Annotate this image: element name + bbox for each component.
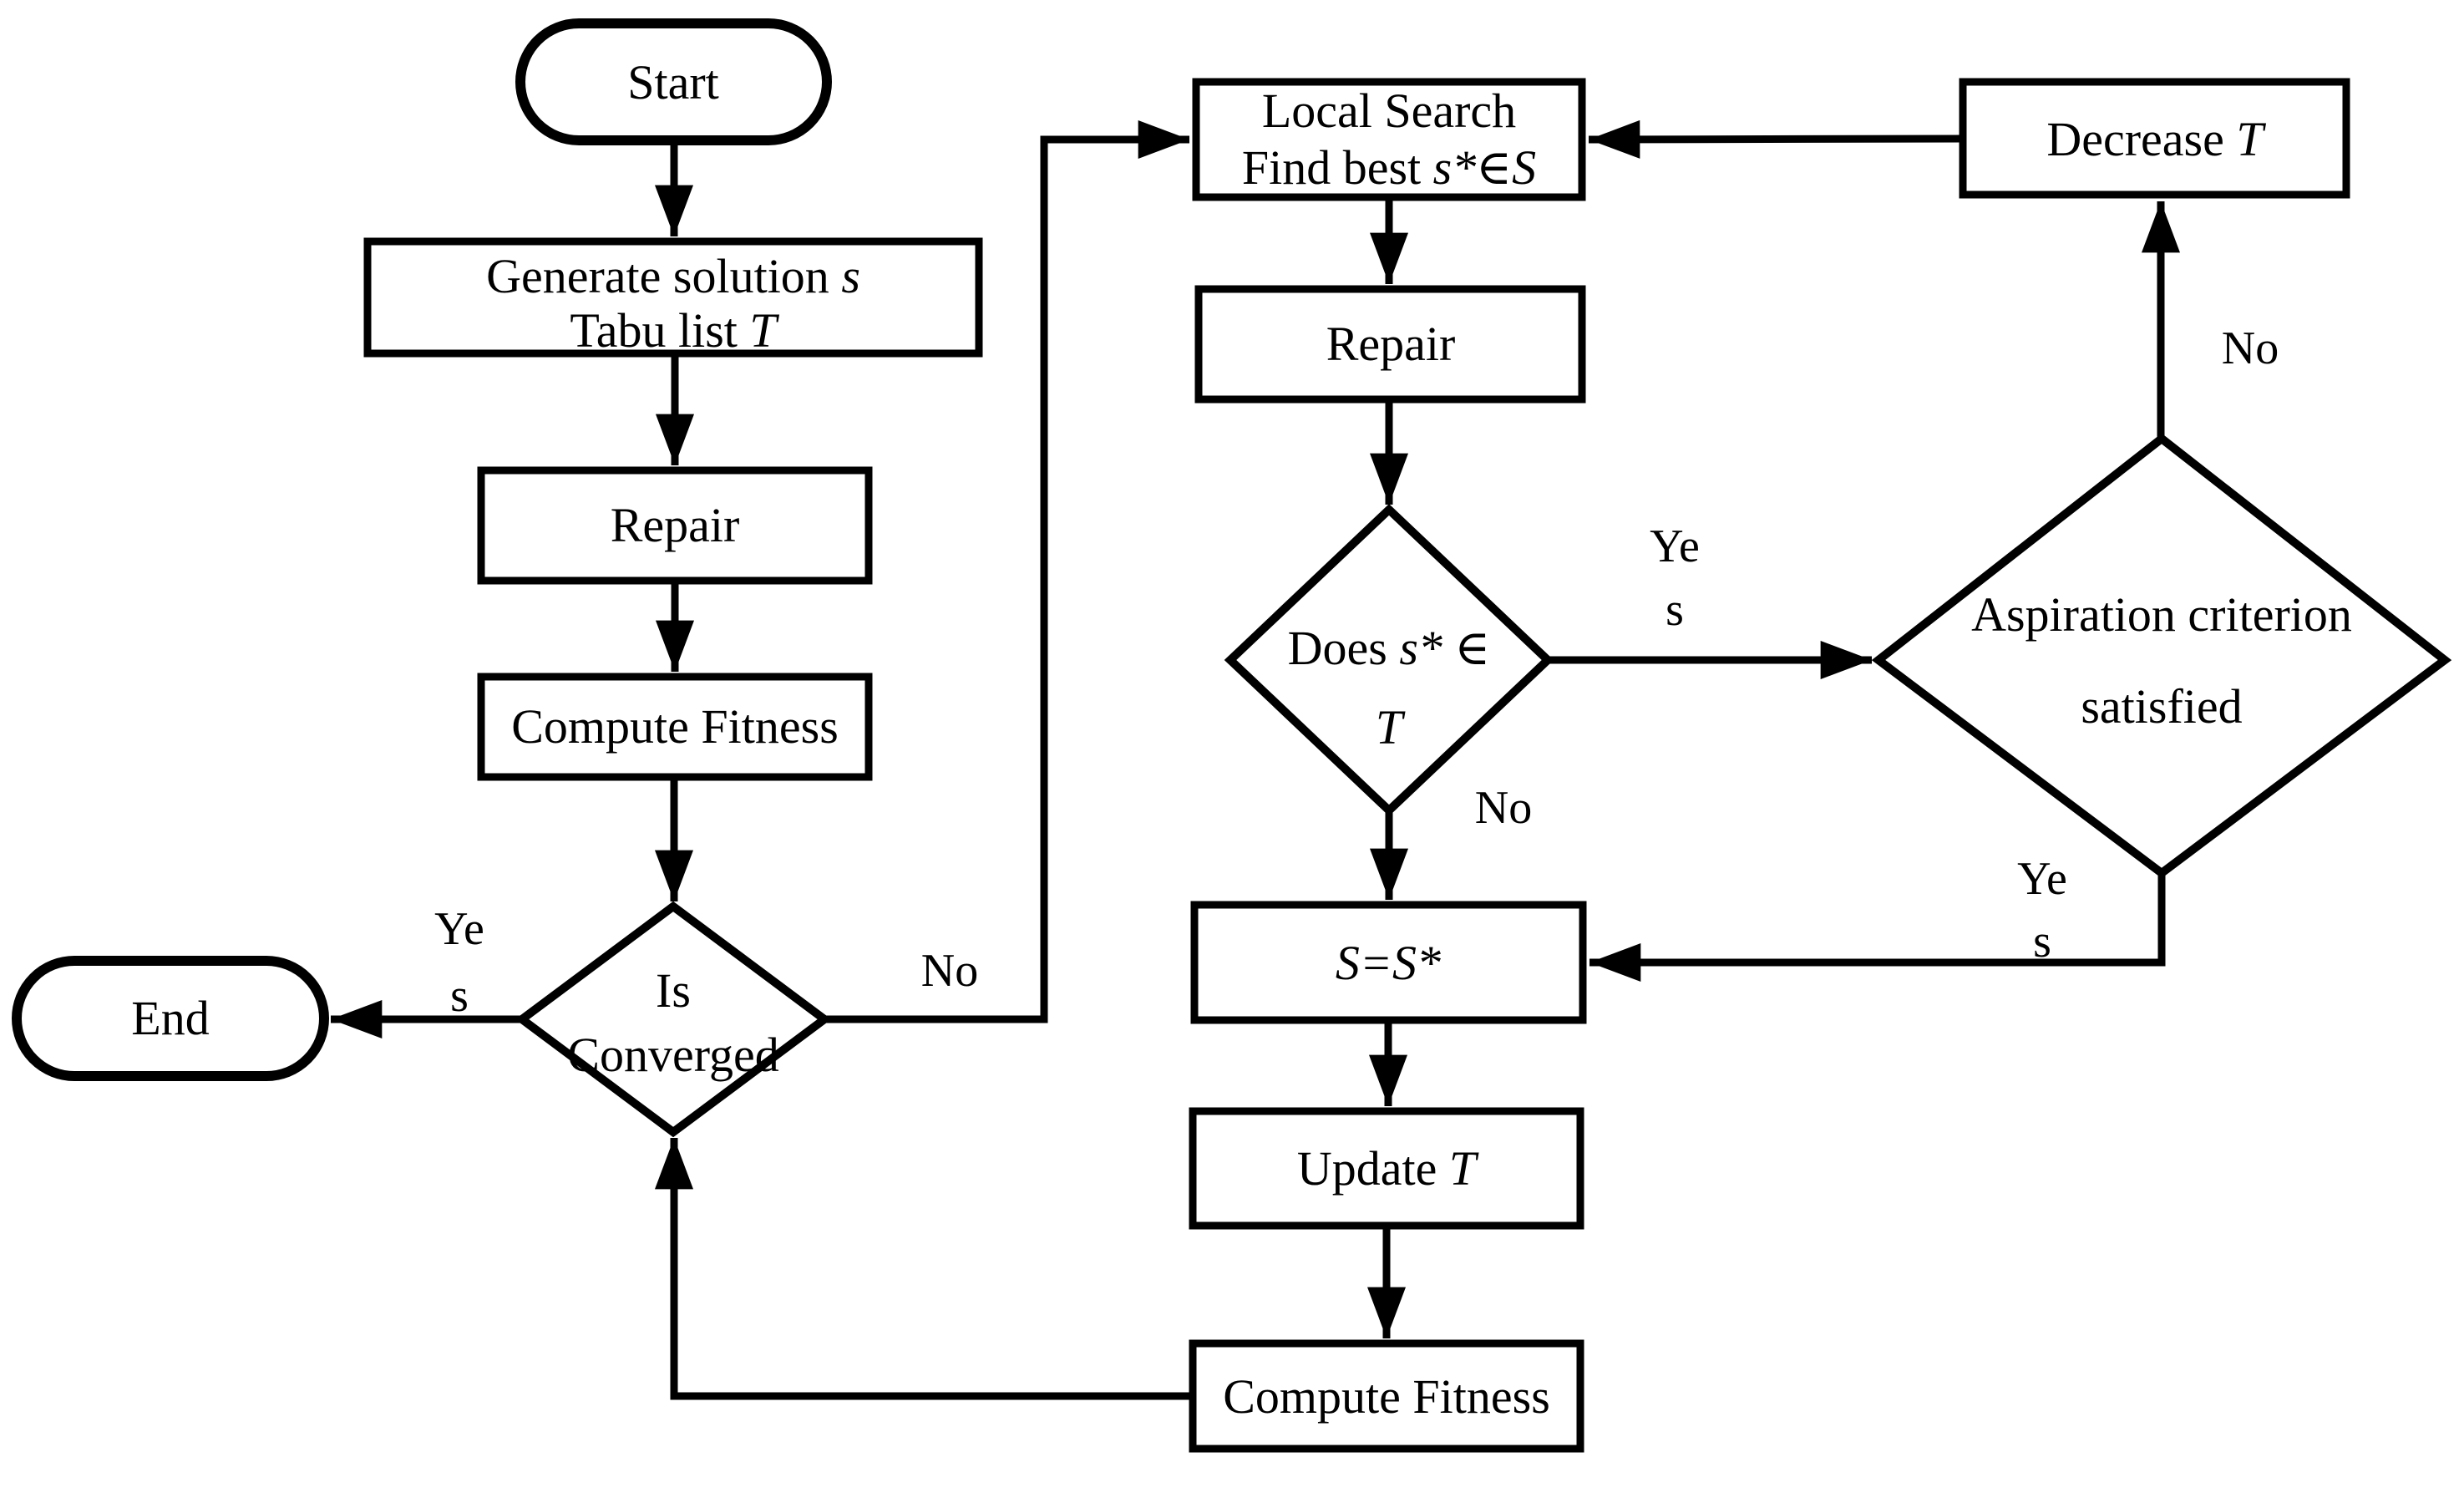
repair-right-box: Repair — [1194, 285, 1586, 404]
compute-fitness-bottom-box: Compute Fitness — [1189, 1339, 1584, 1453]
repair-left-shape — [477, 466, 873, 585]
repair-right-shape — [1194, 285, 1586, 404]
tabu-check-line2: T — [1376, 700, 1406, 754]
generate-solution-box: Generate solution s Tabu list T — [363, 237, 983, 358]
aspiration-diamond: Aspiration criterion satisfied — [1871, 433, 2452, 879]
edge-label-tabu-yes-line1: Ye — [1650, 520, 1700, 572]
update-t-shape — [1189, 1107, 1584, 1230]
edge-label-tabu-no: No — [1475, 782, 1532, 834]
update-t-label: Update T — [1297, 1141, 1479, 1196]
compute-fitness-left-shape — [477, 673, 873, 781]
start-terminal-shape — [515, 18, 832, 145]
edge-compute-converged-loop — [655, 1138, 1193, 1400]
is-converged-line2: Converged — [567, 1028, 778, 1082]
local-search-box: Local Search Find best s*∈S — [1192, 78, 1586, 201]
edge-label-converged-yes-line1: Ye — [434, 903, 484, 955]
repair-left-box: Repair — [477, 466, 873, 585]
compute-fitness-bottom-shape — [1189, 1339, 1584, 1453]
compute-fitness-bottom-label: Compute Fitness — [1223, 1369, 1550, 1424]
assign-box: S=S* — [1190, 901, 1587, 1024]
decrease-t-box: Decrease T — [1959, 78, 2350, 199]
end-label: End — [131, 991, 209, 1045]
repair-right-label: Repair — [1326, 317, 1456, 371]
repair-left-label: Repair — [611, 498, 740, 552]
is-converged-shape — [515, 901, 832, 1138]
assign-label: S=S* — [1336, 936, 1441, 990]
edge-label-converged-yes: Ye s — [434, 903, 484, 1022]
edge-label-aspiration-no: No — [2222, 322, 2279, 374]
end-terminal-shape — [12, 956, 329, 1081]
compute-fitness-left-box: Compute Fitness — [477, 673, 873, 781]
end-terminal: End — [12, 956, 329, 1081]
tabu-check-diamond: Does s* ∈ T — [1224, 504, 1554, 816]
start-terminal: Start — [515, 18, 832, 145]
edge-label-aspiration-yes-line2: s — [2033, 916, 2051, 967]
aspiration-shape — [1871, 433, 2452, 879]
generate-solution-line2: Tabu list T — [570, 303, 779, 358]
edge-label-tabu-yes-line2: s — [1665, 584, 1684, 636]
edge-label-aspiration-yes: Ye s — [2017, 853, 2067, 967]
decrease-t-shape — [1959, 78, 2350, 199]
assign-shape — [1190, 901, 1587, 1024]
edge-decrease-localsearch — [1588, 119, 1964, 159]
edge-label-converged-yes-line2: s — [450, 970, 469, 1022]
is-converged-diamond: Is Converged — [515, 901, 832, 1138]
aspiration-line2: satisfied — [2081, 679, 2242, 734]
edge-label-tabu-yes: Ye s — [1650, 520, 1700, 636]
start-label: Start — [627, 55, 719, 109]
edge-converged-no-localsearch — [824, 120, 1189, 1023]
is-converged-line1: Is — [656, 963, 691, 1018]
tabu-check-line1: Does s* ∈ — [1288, 621, 1491, 675]
edge-aspiration-yes-assign — [1589, 873, 2166, 982]
local-search-line1: Local Search — [1262, 84, 1516, 138]
generate-solution-shape — [363, 237, 983, 358]
local-search-line2: Find best s*∈S — [1242, 140, 1536, 195]
update-t-box: Update T — [1189, 1107, 1584, 1230]
edge-label-aspiration-yes-line1: Ye — [2017, 853, 2067, 905]
tabu-check-shape — [1224, 504, 1554, 816]
generate-solution-line1: Generate solution s — [486, 249, 860, 303]
edge-label-converged-no: No — [921, 945, 978, 997]
aspiration-line1: Aspiration criterion — [1971, 587, 2352, 642]
local-search-shape — [1192, 78, 1586, 201]
decrease-t-label: Decrease T — [2046, 112, 2266, 166]
compute-fitness-left-label: Compute Fitness — [511, 699, 839, 754]
